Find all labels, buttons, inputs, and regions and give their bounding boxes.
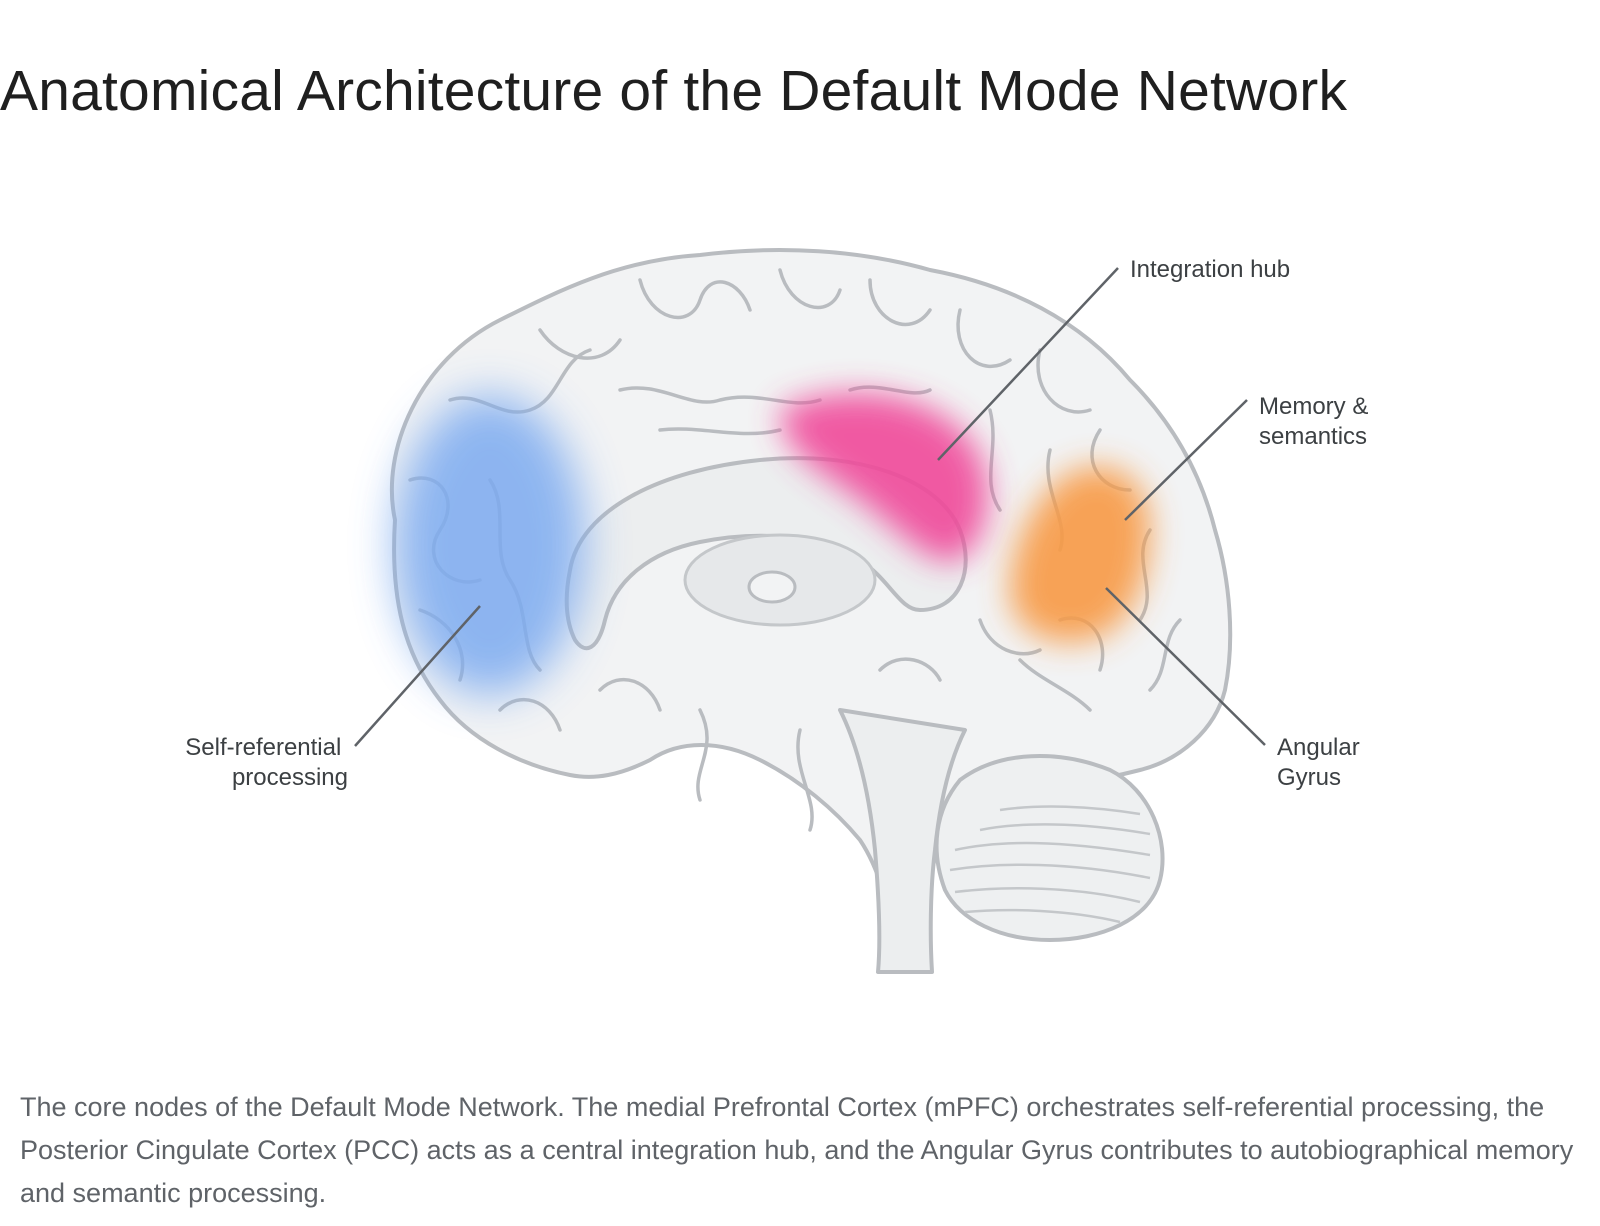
page-title: Anatomical Architecture of the Default M…: [0, 59, 1348, 123]
label-memory-semantics: Memory & semantics: [1259, 393, 1375, 450]
region-mpfc: [395, 395, 585, 695]
figure-caption: The core nodes of the Default Mode Netwo…: [20, 1092, 1574, 1208]
leader-lines: [354, 267, 1266, 747]
leader-integration-hub: [937, 267, 1119, 461]
leader-self-referential: [354, 605, 481, 747]
brain-diagram-svg: Integration hub Memory & semantics Angul…: [185, 248, 1375, 974]
leader-memory-semantics: [1124, 399, 1248, 521]
brainstem: [838, 708, 967, 974]
brain-diagram: Integration hub Memory & semantics Angul…: [0, 150, 1600, 1050]
label-integration-hub: Integration hub: [1130, 256, 1290, 283]
label-angular-gyrus: Angular Gyrus: [1277, 734, 1366, 791]
thalamus-center: [747, 570, 797, 604]
label-self-referential: Self-referential processing: [185, 734, 348, 791]
corpus-callosum: [564, 456, 968, 651]
region-pcc: [780, 393, 989, 562]
cerebellum-folds: [949, 805, 1151, 924]
leader-angular-gyrus: [1105, 587, 1266, 746]
